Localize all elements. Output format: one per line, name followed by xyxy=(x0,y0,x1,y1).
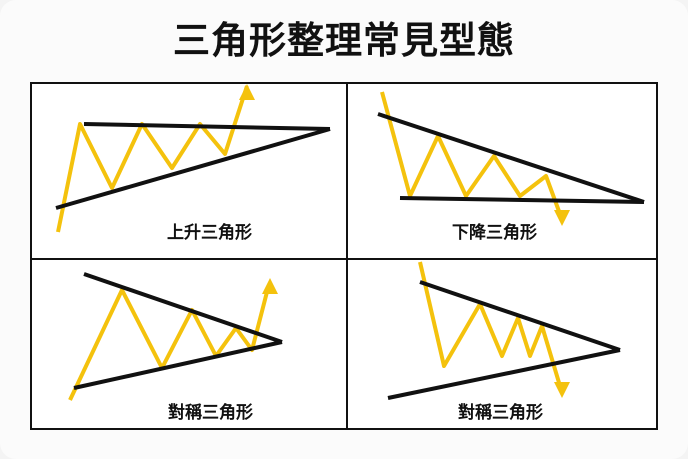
panel-label: 下降三角形 xyxy=(452,223,537,243)
panel-symmetrical-triangle-up: 對稱三角形 xyxy=(30,258,348,430)
resistance-line xyxy=(377,112,645,204)
page-title: 三角形整理常見型態 xyxy=(173,19,515,62)
lower-trend-line xyxy=(387,348,621,400)
symmetrical-triangle-up-chart xyxy=(68,272,283,401)
price-path xyxy=(56,85,249,233)
panel-symmetrical-triangle-down: 對稱三角形 xyxy=(346,258,658,430)
descending-triangle-chart xyxy=(377,91,645,226)
price-arrow-down-icon xyxy=(554,210,570,226)
support-line xyxy=(399,196,645,204)
price-arrow-up-icon xyxy=(239,84,255,100)
ascending-triangle-chart xyxy=(55,84,331,233)
price-arrow-down-icon xyxy=(554,382,570,398)
upper-trend-line xyxy=(83,272,283,344)
panel-descending-triangle: 下降三角形 xyxy=(346,82,658,260)
symmetrical-triangle-down-chart xyxy=(387,261,621,400)
panel-label: 對稱三角形 xyxy=(168,403,253,423)
price-path xyxy=(418,261,562,387)
support-line xyxy=(55,127,331,210)
price-path xyxy=(68,287,270,401)
upper-trend-line xyxy=(419,280,621,352)
price-path xyxy=(380,91,562,215)
panel-ascending-triangle: 上升三角形 xyxy=(30,82,348,260)
panel-label: 上升三角形 xyxy=(167,223,252,243)
lower-trend-line xyxy=(73,340,283,390)
resistance-line xyxy=(83,122,331,131)
price-arrow-up-icon xyxy=(262,278,278,294)
panel-label: 對稱三角形 xyxy=(458,403,543,423)
